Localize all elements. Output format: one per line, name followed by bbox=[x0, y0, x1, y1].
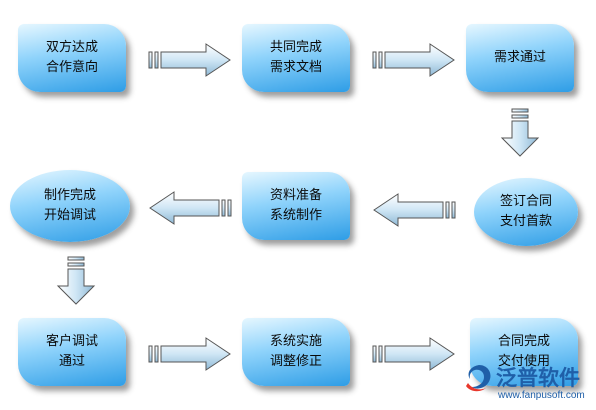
step-label: 合同完成 bbox=[497, 334, 550, 349]
step-label: 调整修正 bbox=[269, 354, 322, 369]
step-client-testing: 客户调试 通过 bbox=[18, 318, 126, 386]
step-label: 需求文档 bbox=[269, 60, 322, 75]
step-label: 开始调试 bbox=[43, 208, 96, 223]
step-sign-contract: 签订合同 支付首款 bbox=[474, 178, 578, 246]
step-label: 系统制作 bbox=[269, 208, 322, 223]
step-agree-intent: 双方达成 合作意向 bbox=[18, 24, 126, 92]
step-label: 交付使用 bbox=[497, 354, 550, 369]
step-build-complete: 制作完成 开始调试 bbox=[10, 170, 130, 242]
step-label: 签订合同 bbox=[499, 194, 552, 209]
arrow-left-icon bbox=[373, 193, 456, 227]
step-requirements-doc: 共同完成 需求文档 bbox=[242, 24, 350, 92]
step-label: 系统实施 bbox=[269, 334, 322, 349]
fanpu-logo-icon bbox=[466, 365, 491, 392]
step-label: 资料准备 bbox=[269, 188, 322, 203]
arrow-right-icon bbox=[148, 337, 231, 371]
step-label: 客户调试 bbox=[45, 334, 98, 349]
arrow-left-icon bbox=[149, 191, 232, 225]
watermark-url: www.fanpusoft.com bbox=[498, 390, 585, 401]
step-implementation: 系统实施 调整修正 bbox=[242, 318, 350, 386]
arrow-down-icon bbox=[56, 256, 96, 305]
arrow-right-icon bbox=[372, 43, 455, 77]
step-label: 支付首款 bbox=[499, 214, 552, 229]
step-label: 通过 bbox=[58, 354, 85, 369]
step-label: 双方达成 bbox=[45, 40, 98, 55]
step-label: 制作完成 bbox=[43, 188, 96, 203]
step-label: 合作意向 bbox=[45, 60, 98, 75]
arrow-right-icon bbox=[372, 337, 455, 371]
arrow-right-icon bbox=[148, 43, 231, 77]
arrow-down-icon bbox=[500, 108, 540, 157]
step-requirements-approved: 需求通过 bbox=[466, 24, 574, 92]
step-label: 共同完成 bbox=[269, 40, 322, 55]
step-prepare-build: 资料准备 系统制作 bbox=[242, 172, 350, 240]
watermark-name: 泛普软件 bbox=[496, 367, 580, 390]
step-label: 需求通过 bbox=[493, 50, 546, 65]
watermark-logo: 泛普软件 www.fanpusoft.com bbox=[462, 360, 596, 410]
